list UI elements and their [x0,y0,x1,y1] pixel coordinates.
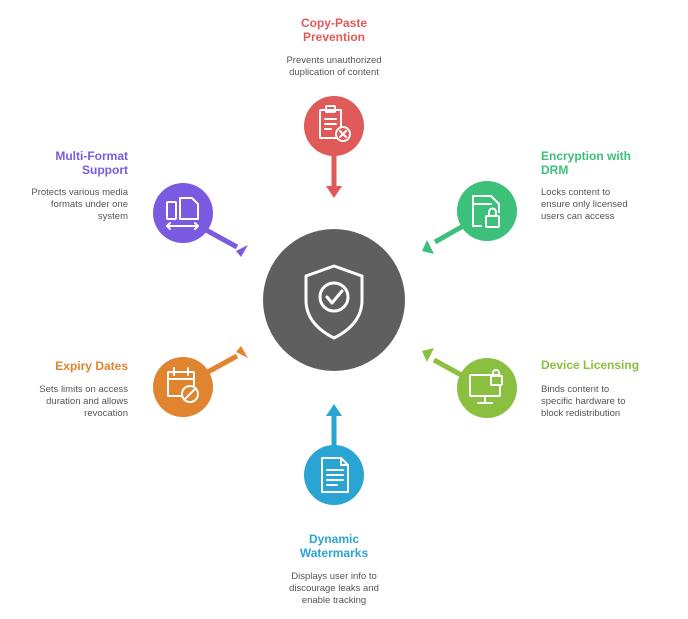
encryption-description: Locks content to ensure only licensed us… [541,187,628,222]
connector-copy-paste [326,150,342,198]
device-licensing-title: Device Licensing [541,358,640,372]
connector-encryption [422,222,467,254]
file-lock-icon [472,195,500,228]
encryption-node [457,181,517,241]
file-formats-icon [166,197,199,230]
calendar-block-icon [167,367,199,403]
clipboard-x-icon [319,105,351,142]
multi-format-node [153,183,213,243]
expiry-description: Sets limits on access duration and allow… [39,384,128,419]
shield-check-icon [304,264,364,340]
copy-paste-title: Copy-Paste Prevention [300,16,368,44]
connector-watermarks [326,404,342,452]
device-licensing-node [457,358,517,418]
copy-paste-node [304,96,364,156]
copy-paste-description: Prevents unauthorized duplication of con… [286,55,382,78]
monitor-lock-icon [469,369,503,404]
connector-device-licensing [422,348,467,380]
device-licensing-description: Binds content to specific hardware to bl… [541,384,626,419]
watermarks-title: Dynamic Watermarks [299,532,369,560]
watermarks-node [304,445,364,505]
connector-multi-format [204,227,248,257]
expiry-title: Expiry Dates [55,359,128,373]
watermarks-description: Displays user info to discourage leaks a… [289,571,379,606]
document-icon [321,457,349,493]
encryption-title: Encryption with DRM [541,149,631,177]
hub-node [263,229,405,371]
multi-format-description: Protects various media formats under one… [31,187,128,222]
multi-format-title: Multi-Format Support [55,149,128,177]
expiry-node [153,357,213,417]
connector-expiry [204,346,248,376]
